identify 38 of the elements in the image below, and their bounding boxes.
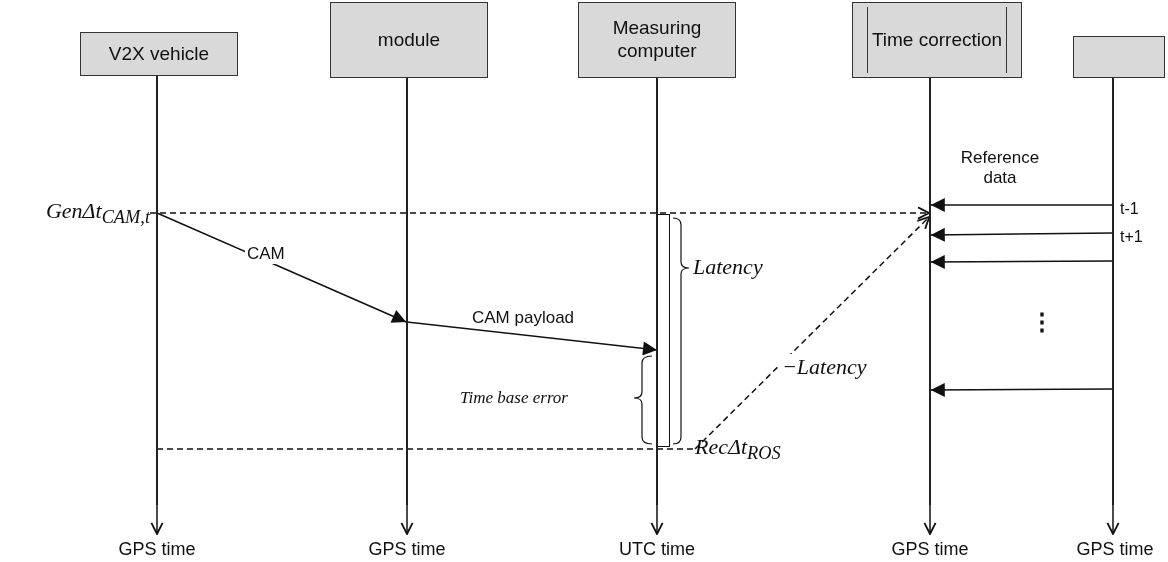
message-arrow [156,212,407,323]
dashed-arrow [149,206,931,220]
lifeline-arrow [1106,504,1120,535]
time-base-label: GPS time [362,538,452,560]
time-base-label: GPS time [885,538,975,560]
timestamp-label: RecΔt$_{ROS}$ [695,432,825,466]
lifeline-header-box: V2X vehicle [80,32,238,76]
time-step-label: t-1 [1120,200,1139,218]
lifeline [929,78,931,505]
message-arrow [930,382,1114,397]
lifeline [1112,78,1114,505]
lifeline-header-box [1073,36,1165,78]
lifeline-header-box: Measuring computer [578,2,736,78]
latency-label: Latency [693,254,763,280]
lifeline-arrow [923,504,937,535]
message-arrow [406,321,658,356]
time-base-label: GPS time [1070,538,1160,560]
edge-label: −Latency [780,354,869,380]
time-base-label: UTC time [610,538,704,560]
lifeline-arrow [400,504,414,535]
timestamp-label: GenΔt$_{CAM,t}$ [2,196,150,230]
ellipsis-label: ⋮ [1030,308,1054,336]
lifeline-header-box: Time correction [852,2,1022,78]
message-arrow [930,198,1114,212]
message-arrow [930,227,1114,242]
lifeline [156,76,158,505]
time-step-label: t+1 [1120,228,1143,246]
lifeline-header-box: module [330,2,488,78]
lifeline [406,78,408,505]
text-label: Reference data [959,148,1041,188]
lifeline-arrow [150,504,164,535]
lifeline [656,78,658,505]
edge-label: CAM [245,244,287,264]
dashed-arrow [694,216,931,450]
time-base-label: GPS time [112,538,202,560]
message-arrow [930,254,1114,269]
error-label: Time base error [460,388,568,408]
lifeline-arrow [650,504,664,535]
